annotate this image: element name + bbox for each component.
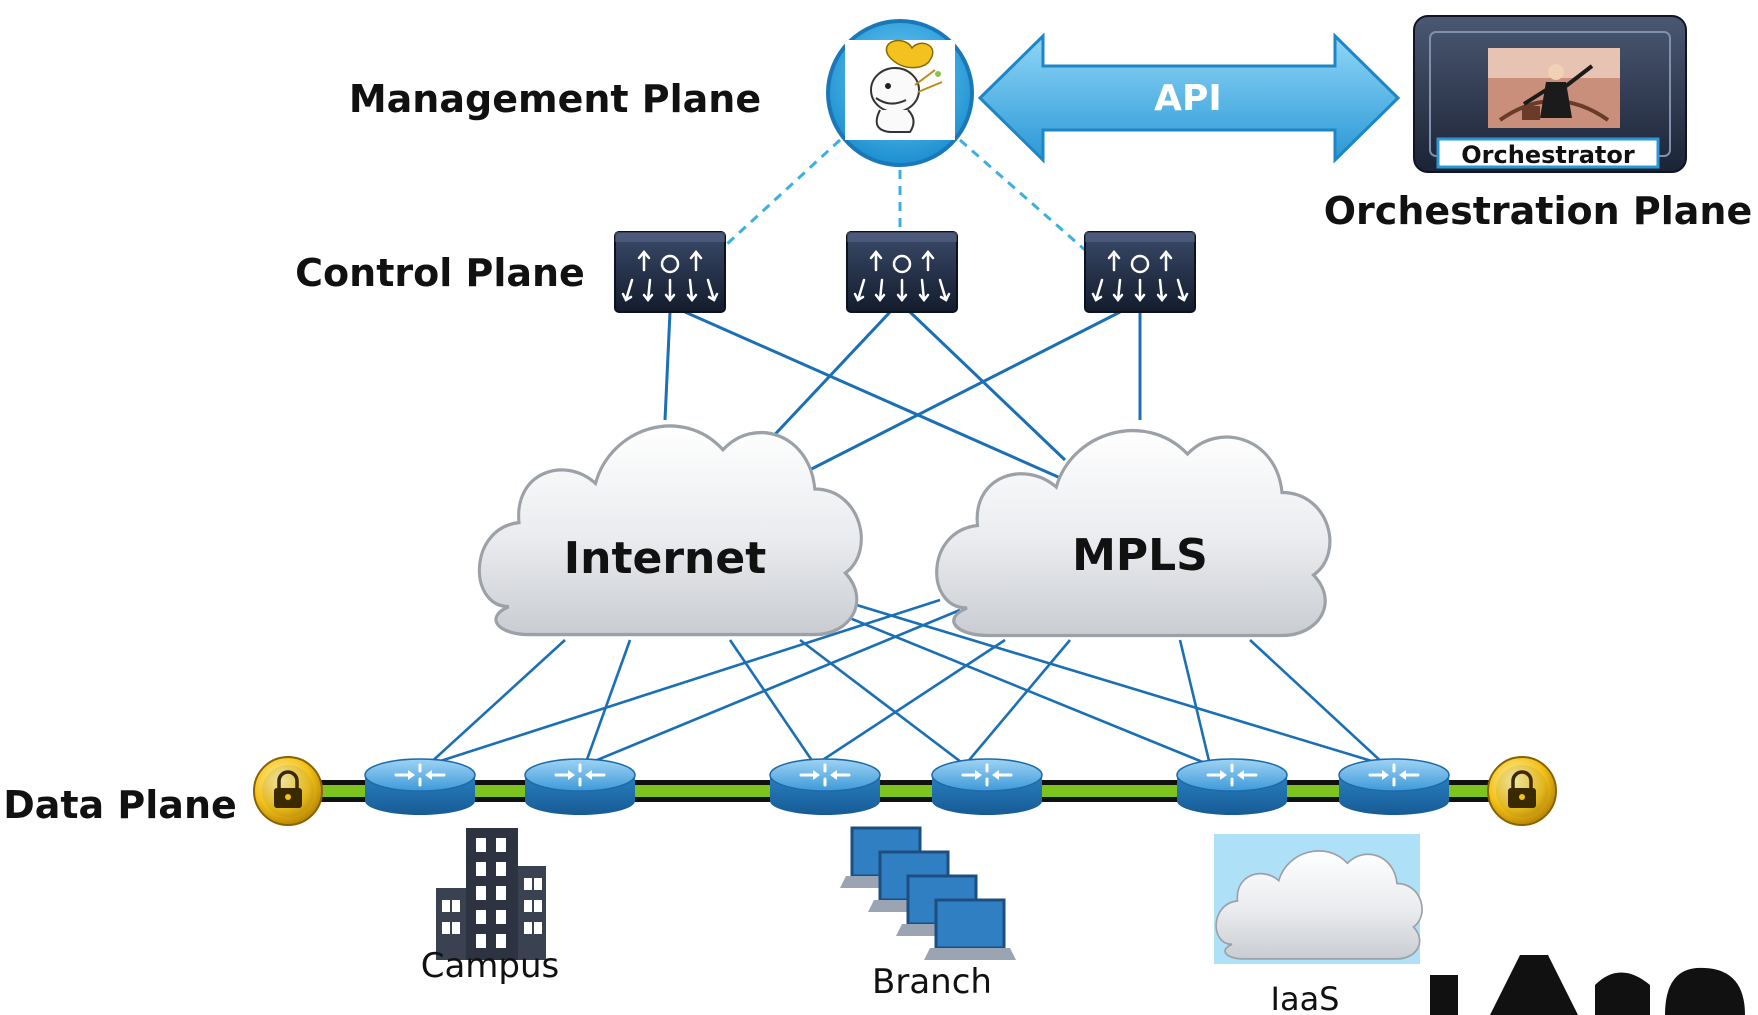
management-server-icon[interactable] [824, 17, 976, 169]
controller-3[interactable] [1083, 230, 1197, 314]
computers-icon [840, 826, 1016, 960]
vmanage-mascot-icon [870, 39, 943, 133]
iaas-label: IaaS [1271, 980, 1340, 1015]
partial-logo [1430, 955, 1745, 1015]
management-plane-label: Management Plane [349, 77, 761, 121]
control-to-cloud-links [663, 310, 1142, 487]
controller-2[interactable] [845, 230, 959, 314]
internet-label: Internet [564, 533, 766, 584]
orchestrator-label: Orchestrator [1461, 141, 1635, 169]
campus-label: Campus [421, 946, 560, 986]
cloud-to-router-links [427, 598, 1386, 767]
router-6[interactable] [1337, 757, 1451, 817]
orchestration-plane-label: Orchestration Plane [1324, 189, 1752, 233]
control-plane-label: Control Plane [295, 251, 585, 295]
router-3[interactable] [768, 757, 882, 817]
router-5[interactable] [1175, 757, 1289, 817]
api-label: API [1154, 78, 1222, 119]
router-4[interactable] [930, 757, 1044, 817]
lock-left [252, 755, 324, 827]
data-plane-label: Data Plane [3, 783, 237, 827]
orchestrator-device[interactable]: Orchestrator [1413, 15, 1687, 173]
controller-1[interactable] [613, 230, 727, 314]
building-icon [436, 828, 546, 960]
branch-label: Branch [872, 962, 992, 1002]
orchestrator-conductor-icon [1488, 48, 1620, 128]
lock-right [1486, 755, 1558, 827]
internet-cloud[interactable] [477, 424, 863, 637]
router-1[interactable] [363, 757, 477, 817]
router-2[interactable] [523, 757, 637, 817]
api-arrow: API [977, 32, 1401, 164]
mpls-label: MPLS [1072, 530, 1208, 581]
iaas-tile [1214, 834, 1423, 964]
